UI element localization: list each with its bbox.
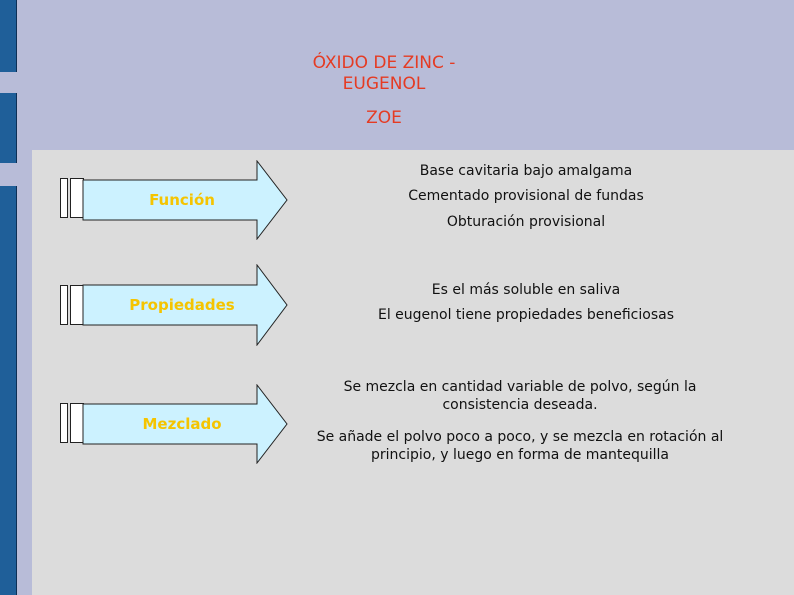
arrow-propiedades: Propiedades	[82, 264, 288, 346]
arrow-funcion: Función	[82, 160, 288, 240]
arrow-label-funcion: Función	[149, 191, 215, 209]
funcion-item-1: Base cavitaria bajo amalgama	[419, 163, 633, 179]
funcion-item-2: Cementado provisional de fundas	[408, 188, 644, 204]
funcion-item-3: Obturación provisional	[446, 214, 606, 230]
page-subtitle-abbr: ZOE	[366, 108, 402, 128]
side-bar-1	[0, 0, 17, 72]
mezclado-item-1: Se mezcla en cantidad variable de polvo,…	[343, 379, 697, 413]
page-title-line2: EUGENOL	[342, 74, 426, 94]
arrow-shape	[82, 264, 288, 346]
arrow-label-mezclado: Mezclado	[142, 415, 222, 433]
page-title-line1: ÓXIDO DE ZINC -	[312, 53, 456, 73]
propiedades-item-2: El eugenol tiene propiedades beneficiosa…	[377, 307, 674, 323]
arrow-shape	[82, 160, 288, 240]
arrow-label-propiedades: Propiedades	[129, 296, 235, 314]
side-bar-2	[0, 93, 17, 163]
arrow-shape	[82, 384, 288, 464]
side-bar-3	[0, 186, 17, 595]
propiedades-item-1: Es el más soluble en saliva	[431, 282, 621, 298]
bracket-icon	[60, 285, 86, 325]
content-panel	[32, 150, 794, 595]
mezclado-item-2: Se añade el polvo poco a poco, y se mezc…	[316, 429, 724, 463]
arrow-mezclado: Mezclado	[82, 384, 288, 464]
